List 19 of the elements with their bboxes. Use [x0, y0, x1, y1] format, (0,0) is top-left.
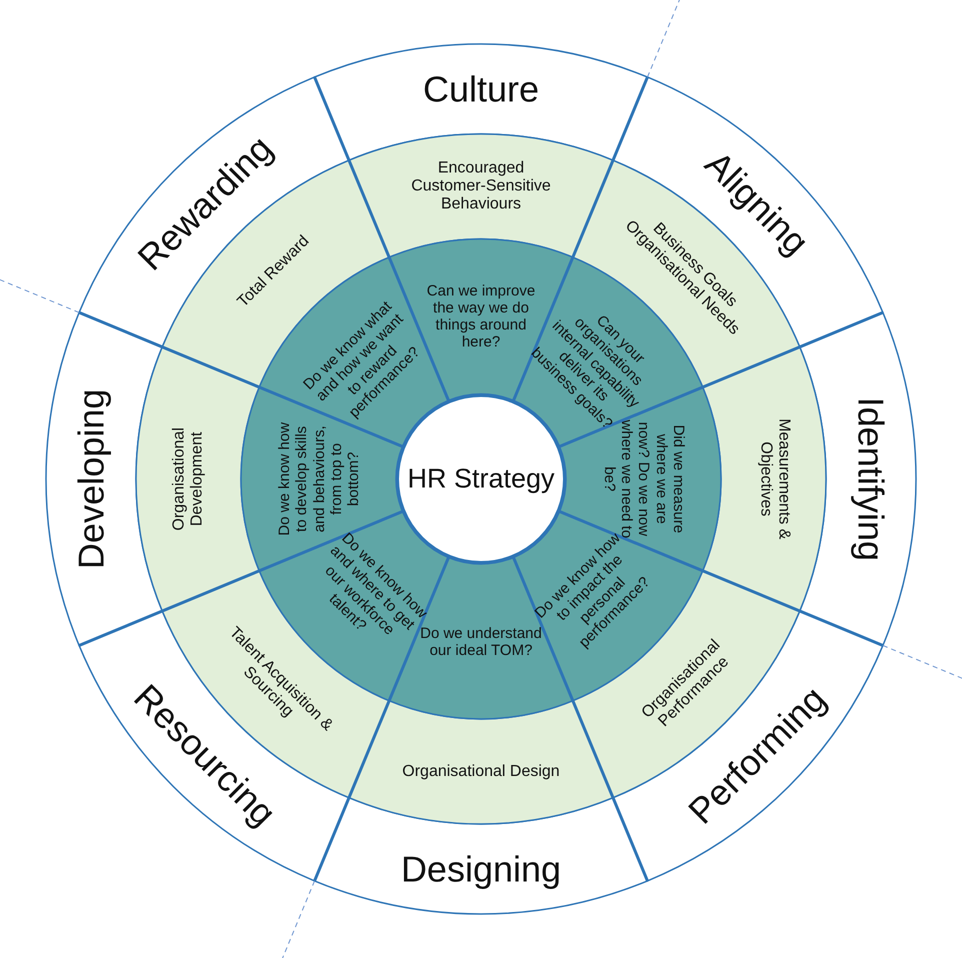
question-text: Do we understand our ideal TOM?: [419, 624, 543, 659]
wheel-segment: [347, 699, 615, 825]
wheel-segment: [701, 345, 827, 613]
wheel-segment: [798, 311, 917, 647]
wheel-segment: [313, 43, 649, 162]
segment-title: Designing: [400, 848, 562, 890]
segment-label: Organisational Development: [170, 426, 206, 533]
wheel-segment: [313, 796, 649, 915]
segment-label: Organisational Design: [401, 762, 561, 781]
segment-label: Measurements & Objectives: [756, 418, 792, 542]
question-text: Can we improve the way we do things around here?: [426, 282, 536, 351]
center-title: HR Strategy: [407, 463, 555, 495]
wheel-segment: [347, 133, 615, 259]
wheel-segment: [45, 311, 164, 647]
segment-title: Identifying: [850, 396, 892, 564]
segment-title: Developing: [70, 388, 112, 572]
segment-label: Encouraged Customer-Sensitive Behaviours: [410, 158, 552, 214]
segment-title: Culture: [422, 68, 540, 110]
wheel-segment: [135, 345, 261, 613]
